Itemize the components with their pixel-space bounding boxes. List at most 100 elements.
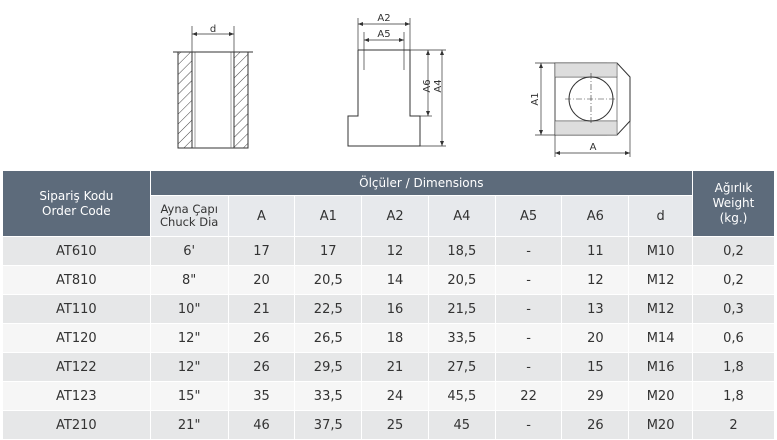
cell-a4: 45,5 [428, 382, 495, 410]
nut-section-drawing: d [173, 24, 253, 149]
cell-a: 17 [228, 237, 295, 265]
cell-a2: 12 [362, 237, 428, 265]
cell-d: M12 [629, 266, 692, 294]
specification-table: Sipariş Kodu Order Code Ölçüler / Dimens… [2, 170, 775, 440]
weight-header: Ağırlık Weight (kg.) [692, 171, 774, 236]
cell-a2: 21 [362, 353, 428, 381]
dimensions-header: Ölçüler / Dimensions [150, 171, 692, 195]
cell-a: 26 [228, 353, 295, 381]
cell-chuck: 10" [150, 295, 228, 323]
label-a6: A6 [422, 79, 433, 92]
cell-a5: - [495, 266, 562, 294]
cell-a1: 22,5 [295, 295, 362, 323]
cell-a2: 25 [362, 411, 428, 439]
label-d: d [210, 24, 216, 35]
cell-d: M14 [629, 324, 692, 352]
table-row: AT123 15" 35 33,5 24 45,5 22 29 M20 1,8 [3, 382, 774, 410]
table-row: AT810 8" 20 20,5 14 20,5 - 12 M12 0,2 [3, 266, 774, 294]
col-header-a4: A4 [428, 196, 495, 236]
cell-a: 21 [228, 295, 295, 323]
cell-a1: 33,5 [295, 382, 362, 410]
cell-a1: 26,5 [295, 324, 362, 352]
cell-weight: 0,2 [692, 237, 774, 265]
col-header-a2: A2 [362, 196, 428, 236]
cell-a2: 18 [362, 324, 428, 352]
cell-chuck: 8" [150, 266, 228, 294]
col-header-a6: A6 [562, 196, 629, 236]
cell-a6: 29 [562, 382, 629, 410]
order-code-header: Sipariş Kodu Order Code [3, 171, 150, 236]
cell-code: AT123 [3, 382, 150, 410]
label-a1: A1 [530, 92, 541, 105]
cell-a2: 16 [362, 295, 428, 323]
cell-chuck: 12" [150, 324, 228, 352]
table-row: AT120 12" 26 26,5 18 33,5 - 20 M14 0,6 [3, 324, 774, 352]
label-a: A [590, 142, 597, 153]
chuck-dia-header: Ayna Çapı Chuck Dia [150, 196, 228, 236]
cell-a: 26 [228, 324, 295, 352]
cell-a6: 15 [562, 353, 629, 381]
cell-a5: - [495, 324, 562, 352]
cell-weight: 0,2 [692, 266, 774, 294]
cell-a2: 14 [362, 266, 428, 294]
cell-code: AT210 [3, 411, 150, 439]
table-row: AT110 10" 21 22,5 16 21,5 - 13 M12 0,3 [3, 295, 774, 323]
label-a2: A2 [377, 13, 390, 24]
label-a4: A4 [433, 79, 444, 92]
cell-chuck: 6' [150, 237, 228, 265]
table-row: AT610 6' 17 17 12 18,5 - 11 M10 0,2 [3, 237, 774, 265]
table-row: AT122 12" 26 29,5 21 27,5 - 15 M16 1,8 [3, 353, 774, 381]
cell-a5: - [495, 295, 562, 323]
cell-chuck: 15" [150, 382, 228, 410]
cell-a4: 18,5 [428, 237, 495, 265]
cell-code: AT610 [3, 237, 150, 265]
cell-a5: - [495, 353, 562, 381]
cell-a1: 20,5 [295, 266, 362, 294]
nut-top-view-drawing: A1 A [530, 62, 631, 157]
col-header-a: A [228, 196, 295, 236]
cell-a6: 11 [562, 237, 629, 265]
cell-weight: 0,6 [692, 324, 774, 352]
cell-a4: 20,5 [428, 266, 495, 294]
cell-weight: 1,8 [692, 353, 774, 381]
cell-a4: 33,5 [428, 324, 495, 352]
table-row: AT210 21" 46 37,5 25 45 - 26 M20 2 [3, 411, 774, 439]
cell-a6: 12 [562, 266, 629, 294]
cell-a5: 22 [495, 382, 562, 410]
cell-a4: 45 [428, 411, 495, 439]
cell-a: 46 [228, 411, 295, 439]
cell-a: 20 [228, 266, 295, 294]
cell-a6: 13 [562, 295, 629, 323]
technical-drawings: d A2 A5 A6 A4 [0, 0, 777, 168]
cell-code: AT122 [3, 353, 150, 381]
cell-a: 35 [228, 382, 295, 410]
cell-d: M16 [629, 353, 692, 381]
cell-a6: 20 [562, 324, 629, 352]
cell-a5: - [495, 237, 562, 265]
cell-weight: 0,3 [692, 295, 774, 323]
cell-a4: 21,5 [428, 295, 495, 323]
label-a5: A5 [377, 29, 390, 40]
cell-d: M20 [629, 382, 692, 410]
cell-d: M20 [629, 411, 692, 439]
cell-code: AT810 [3, 266, 150, 294]
cell-a4: 27,5 [428, 353, 495, 381]
col-header-a5: A5 [495, 196, 562, 236]
cell-chuck: 21" [150, 411, 228, 439]
cell-a6: 26 [562, 411, 629, 439]
cell-code: AT110 [3, 295, 150, 323]
col-header-a1: A1 [295, 196, 362, 236]
cell-a1: 17 [295, 237, 362, 265]
col-header-d: d [629, 196, 692, 236]
cell-a1: 29,5 [295, 353, 362, 381]
cell-weight: 1,8 [692, 382, 774, 410]
nut-profile-drawing: A2 A5 A6 A4 [347, 13, 446, 147]
cell-d: M12 [629, 295, 692, 323]
cell-a1: 37,5 [295, 411, 362, 439]
cell-a5: - [495, 411, 562, 439]
cell-a2: 24 [362, 382, 428, 410]
cell-d: M10 [629, 237, 692, 265]
cell-weight: 2 [692, 411, 774, 439]
cell-chuck: 12" [150, 353, 228, 381]
cell-code: AT120 [3, 324, 150, 352]
